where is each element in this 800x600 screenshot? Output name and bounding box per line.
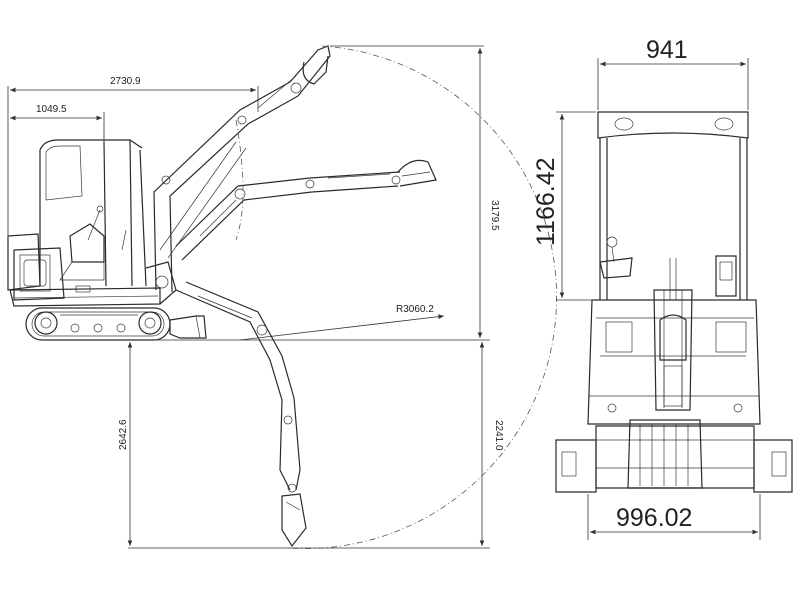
dim-max-height: 3179.5 — [477, 48, 500, 338]
dim-max-height-label: 3179.5 — [489, 200, 500, 231]
front-canopy — [597, 111, 749, 300]
dim-reach-radius: R3060.2 — [239, 304, 445, 341]
dim-canopy-width-label: 941 — [646, 36, 688, 64]
front-controls — [599, 236, 737, 300]
side-boom-down — [175, 281, 307, 548]
dim-reach-radius-label: R3060.2 — [396, 304, 434, 315]
dim-canopy-height-label: 1166.42 — [532, 157, 560, 246]
side-upper-body — [7, 139, 177, 307]
front-tracks — [555, 419, 793, 493]
dim-vertical-depth-label: 2241.0 — [493, 420, 504, 451]
reach-arc — [287, 45, 557, 549]
front-body — [587, 299, 761, 425]
side-boom-raised — [153, 45, 331, 293]
dim-total-length: 2730.9 — [7, 76, 259, 240]
dim-cab-length-label: 1049.5 — [36, 104, 67, 115]
dim-vertical-depth: 2241.0 — [479, 342, 504, 546]
dim-track-width-label: 996.02 — [616, 504, 692, 532]
dim-cab-length: 1049.5 — [10, 104, 105, 142]
side-boom-mid — [175, 159, 437, 261]
front-boom — [653, 289, 693, 411]
front-view: 941 1166.42 996.02 — [532, 36, 793, 540]
dim-total-length-label: 2730.9 — [110, 76, 141, 87]
side-view: 2730.9 1049.5 3179.5 R3060.2 2642.6 — [7, 45, 557, 549]
dim-dig-depth: 2642.6 — [118, 342, 133, 546]
dim-track-width: 996.02 — [587, 494, 761, 540]
dim-dig-depth-label: 2642.6 — [118, 419, 129, 450]
side-track — [25, 307, 207, 341]
dim-canopy-width: 941 — [597, 36, 749, 110]
reach-arc-inner — [235, 119, 244, 241]
dim-canopy-height: 1166.42 — [532, 111, 596, 301]
